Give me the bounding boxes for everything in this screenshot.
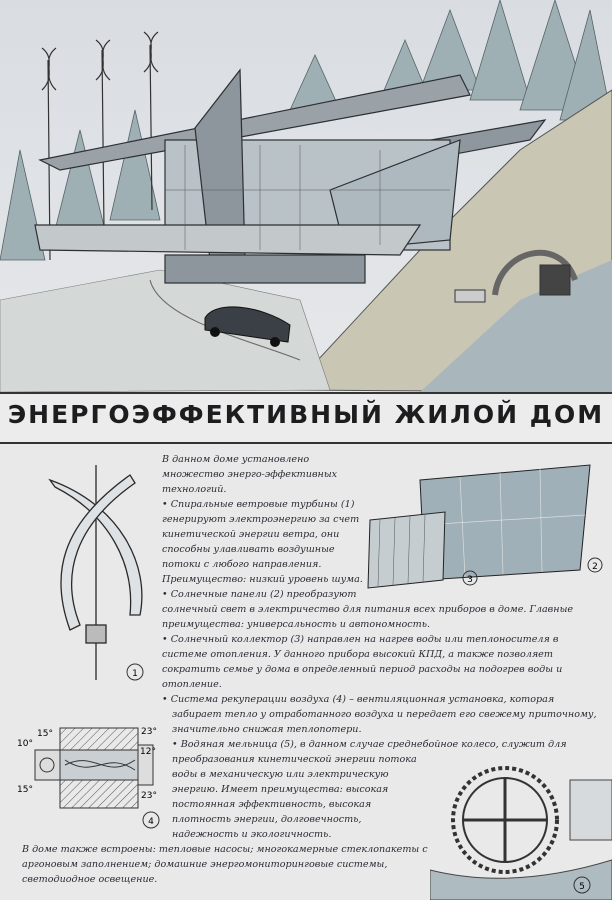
label-2: 2 [592, 562, 598, 572]
spiral-turbine-sketch: 1 [48, 465, 144, 681]
angle-15-top: 15° [37, 729, 53, 739]
car [204, 306, 291, 347]
item-recuperation: • Система рекуперации воздуха (4) – вент… [162, 694, 597, 735]
item-solar-collector: • Солнечный коллектор (3) направлен на н… [162, 634, 563, 690]
house-illustration [0, 0, 612, 392]
label-5: 5 [579, 882, 585, 892]
label-4-badge: 4 [142, 811, 160, 829]
spacer [606, 597, 607, 760]
ground [0, 269, 331, 392]
item-water-mill: • Водяная мельница (5), в данном случае … [172, 739, 567, 840]
poster-title: ЭНЕРГОЭФФЕКТИВНЫЙ ЖИЛОЙ ДОМ [7, 400, 605, 429]
label-1: 1 [132, 669, 138, 679]
intro-text: В данном доме установлено множество энер… [162, 454, 338, 495]
angle-12-label: 12° [140, 747, 156, 757]
house [34, 68, 547, 284]
angle-10: 10° [17, 739, 33, 749]
item-turbines: • Спиральные ветровые турбины (1) генери… [162, 499, 363, 585]
recuperator-sketch: 15° 10° 15° 23° 12° 23° [17, 727, 157, 809]
forest [0, 0, 612, 261]
angle-15-bottom: 15° [17, 785, 33, 795]
item-solar-panels: • Солнечные панели (2) преобразуют солне… [162, 589, 574, 630]
solar-panel-sketch: 3 2 [367, 464, 603, 589]
water-wheel-scene [454, 249, 578, 303]
title-band [0, 392, 612, 444]
label-4: 4 [148, 817, 154, 827]
water-wheel-sketch: 5 [430, 766, 612, 900]
label-3: 3 [467, 575, 473, 585]
footer-text: В доме также встроены: тепловые насосы; … [22, 844, 428, 885]
text-flow: В данном доме установлено множество энер… [22, 452, 607, 900]
angle-23-bottom: 23° [141, 791, 157, 801]
angle-23-top: 23° [141, 727, 157, 737]
angle-12-text: 12° [140, 747, 156, 757]
